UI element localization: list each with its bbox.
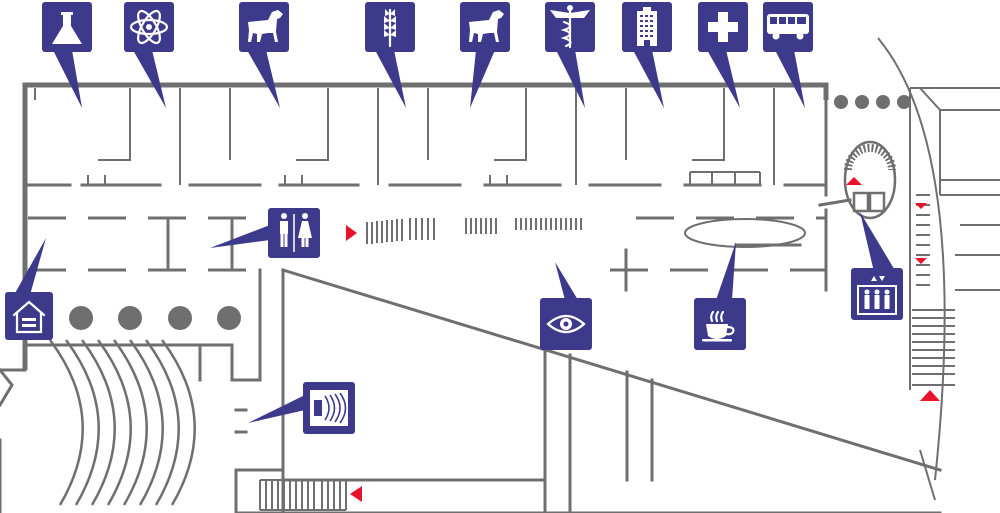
bus-icon xyxy=(767,14,809,40)
coffee-cup-icon xyxy=(702,310,735,342)
medicine-marker[interactable] xyxy=(545,2,595,52)
elevator-marker[interactable] xyxy=(851,212,903,320)
auditorium-seating xyxy=(48,339,196,506)
elevator-icon xyxy=(857,276,897,315)
top-markers xyxy=(42,2,813,108)
arrow-up-icon xyxy=(846,177,862,185)
veterinary-2-marker[interactable] xyxy=(460,2,510,52)
column xyxy=(217,306,241,330)
physics-marker[interactable] xyxy=(124,2,174,52)
columns xyxy=(69,95,911,330)
horse-icon xyxy=(469,10,504,42)
first-aid-marker[interactable] xyxy=(698,2,748,52)
audio-loop-icon xyxy=(310,390,348,426)
lower-openings xyxy=(234,408,248,434)
restroom-marker[interactable] xyxy=(210,208,320,258)
corridor-walls xyxy=(28,198,852,292)
flask-icon xyxy=(52,12,82,44)
viewpoint-marker[interactable] xyxy=(540,262,592,350)
cross-icon xyxy=(708,12,738,42)
room-partitions xyxy=(26,88,828,187)
home-icon xyxy=(12,300,46,334)
corridor-stairs xyxy=(366,218,582,244)
arrow-down-icon xyxy=(915,203,927,209)
audio-marker[interactable] xyxy=(248,382,355,434)
wheat-icon xyxy=(384,8,396,48)
building-marker[interactable] xyxy=(622,2,672,52)
arrow-down-icon xyxy=(915,258,927,264)
caduceus-icon xyxy=(550,5,590,49)
chemistry-marker[interactable] xyxy=(42,2,92,52)
eye-icon xyxy=(546,314,586,334)
column xyxy=(897,95,911,109)
arrow-right-icon xyxy=(346,225,357,241)
arrow-up-icon xyxy=(920,390,940,401)
spiral-staircase xyxy=(843,140,897,220)
veterinary-marker[interactable] xyxy=(239,2,289,52)
home-marker[interactable] xyxy=(5,238,53,340)
arrow-left-icon xyxy=(350,486,362,502)
column xyxy=(69,306,93,330)
restroom-icon xyxy=(280,213,312,252)
column xyxy=(168,306,192,330)
direction-arrows xyxy=(346,177,940,502)
agriculture-marker[interactable] xyxy=(365,2,415,52)
lower-stairs xyxy=(259,479,347,511)
column xyxy=(118,306,142,330)
cafe-marker[interactable] xyxy=(694,242,746,350)
transport-marker[interactable] xyxy=(763,2,813,52)
atom-icon xyxy=(129,9,169,45)
column xyxy=(855,95,869,109)
skyscraper-icon xyxy=(637,7,657,46)
column xyxy=(876,95,890,109)
column xyxy=(834,95,848,109)
building-walls xyxy=(0,82,942,513)
east-wing xyxy=(877,37,1000,501)
horse-icon xyxy=(248,10,283,42)
